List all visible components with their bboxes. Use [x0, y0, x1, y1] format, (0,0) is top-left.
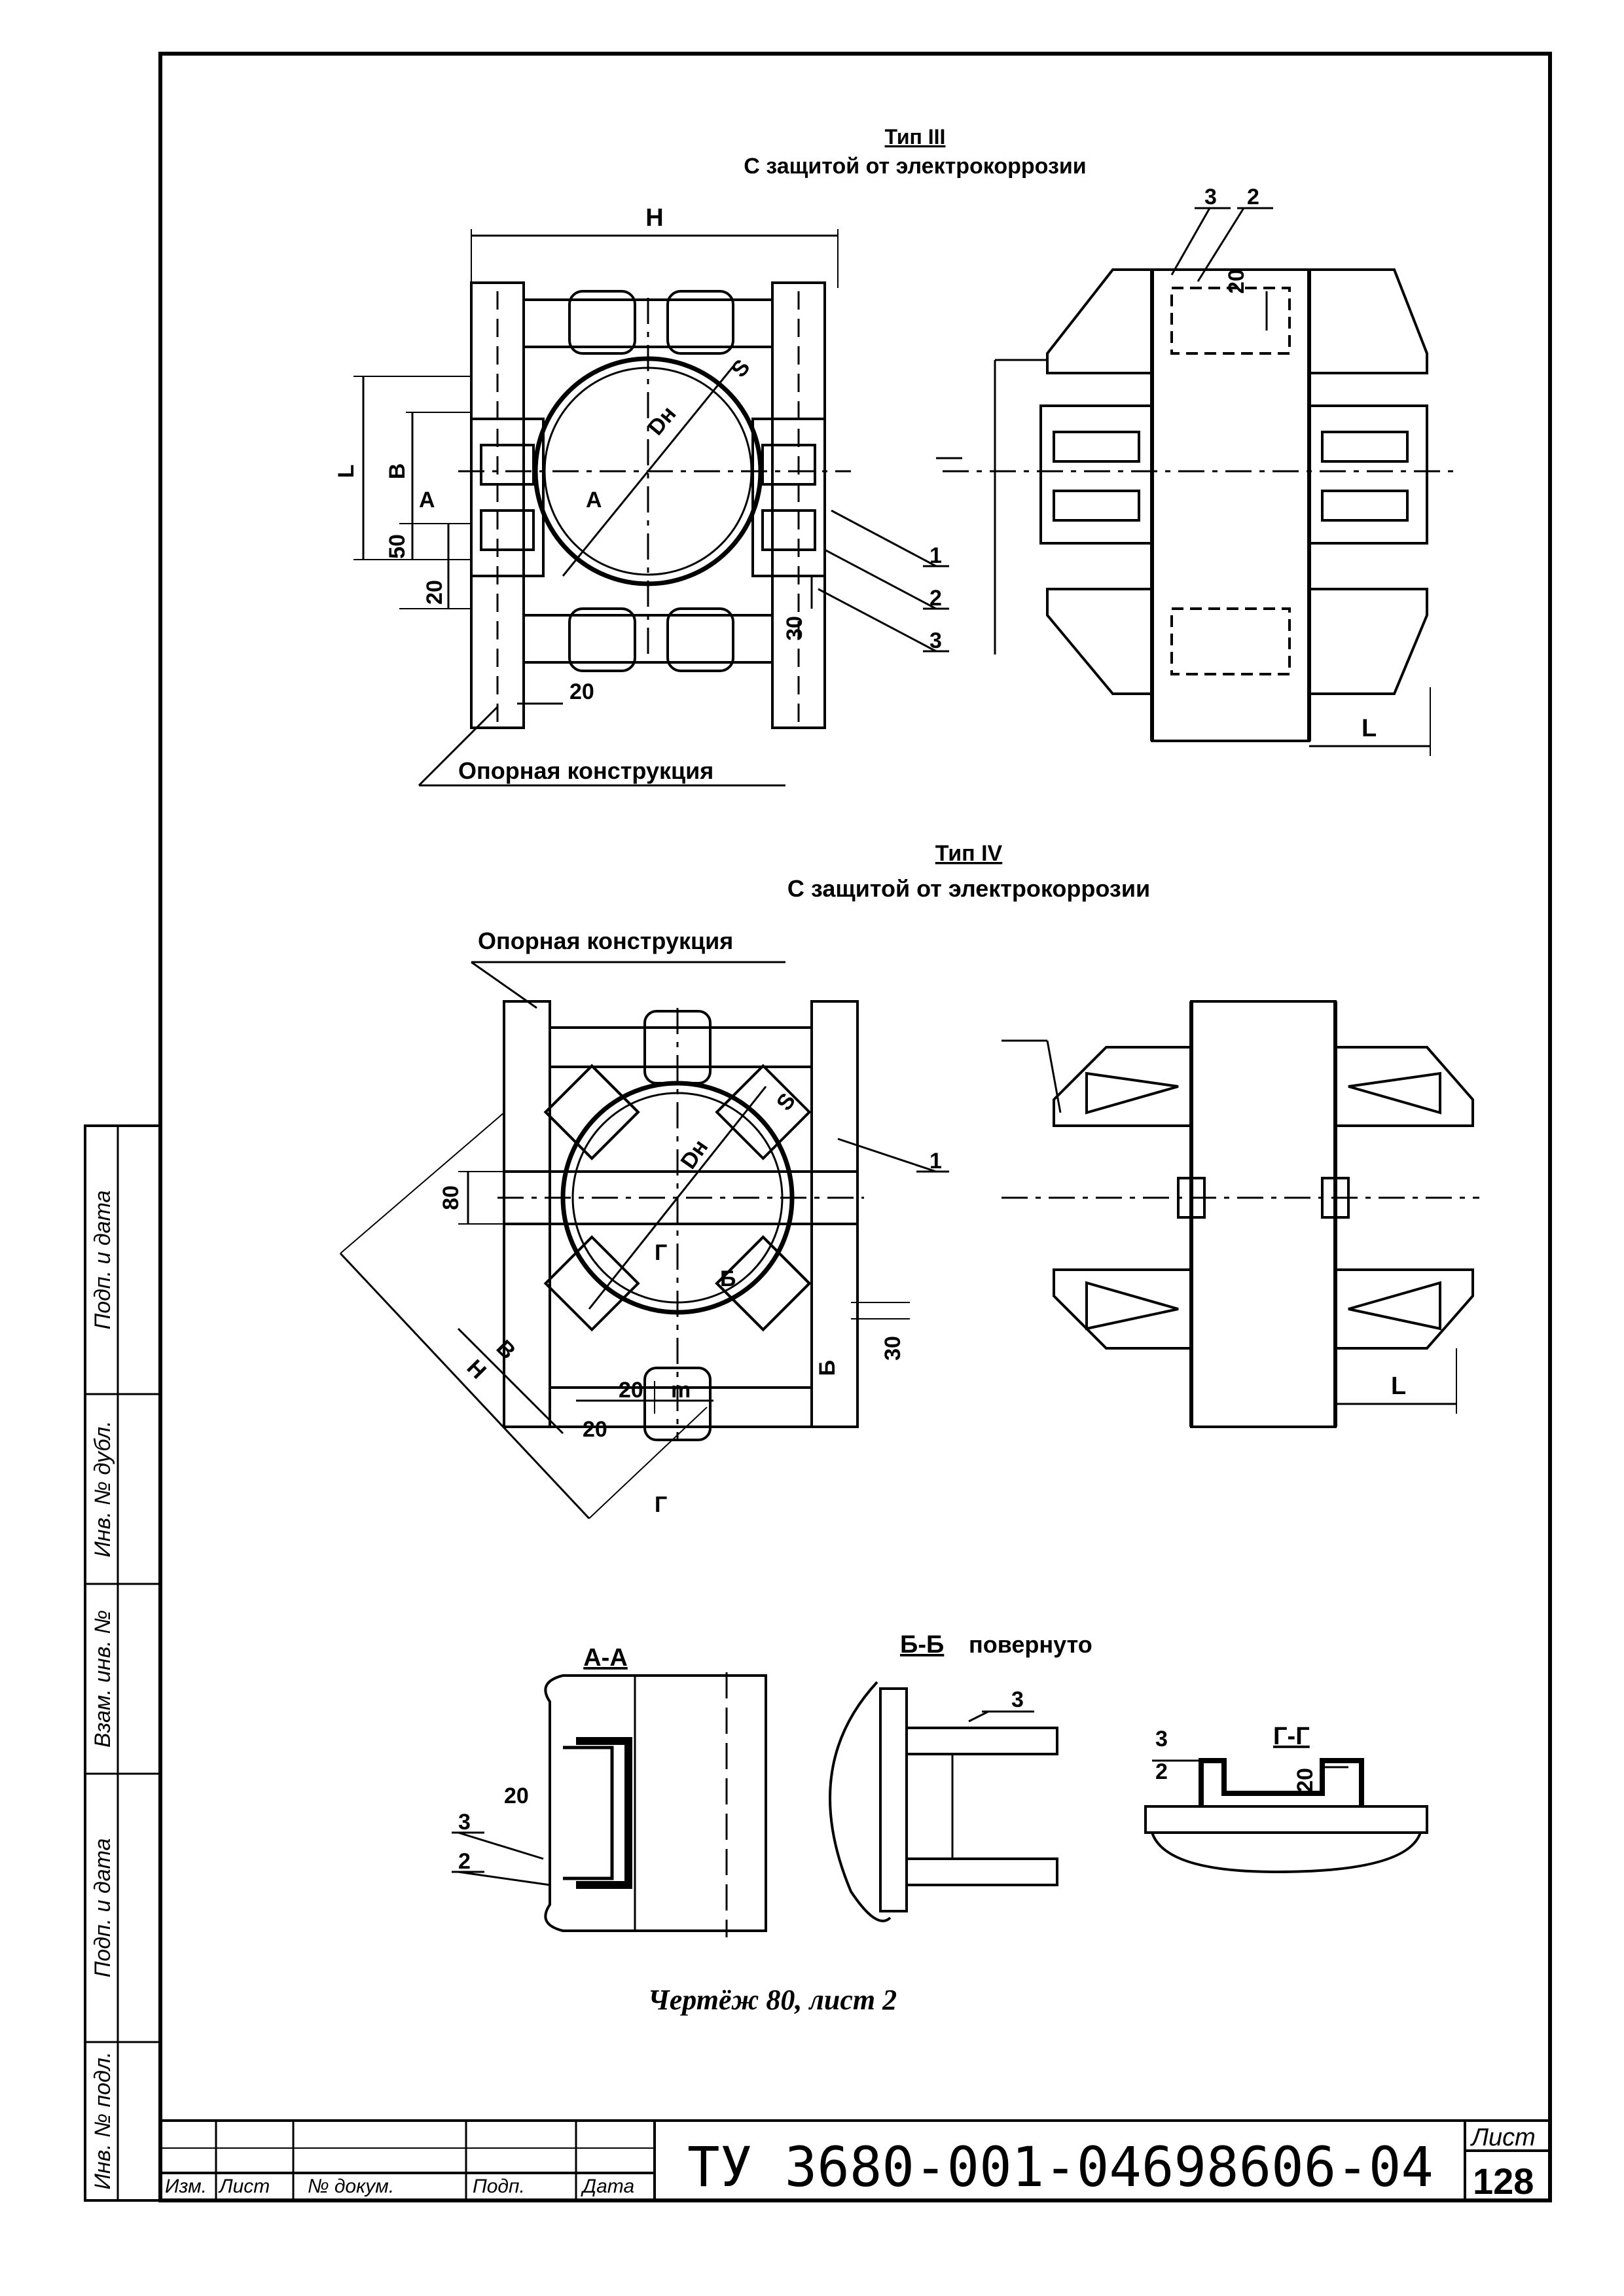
type4-mark-G2: Г	[655, 1492, 667, 1517]
section-labels: А-А 20 3 2 Б-Б повернуто 3 Г-Г 3 2 20	[458, 1631, 1318, 1874]
type3-dim-50: 50	[385, 534, 410, 559]
section-bb-num-3: 3	[1011, 1687, 1024, 1712]
type3-front-view	[353, 229, 949, 787]
type3-dim-B: B	[385, 463, 410, 480]
tb-sheet-no: 128	[1473, 2161, 1534, 2202]
section-aa-num-3: 3	[458, 1810, 471, 1835]
type3-side-dim-L: L	[1362, 715, 1377, 742]
section-gg-dim-20: 20	[1293, 1768, 1318, 1793]
type4-dim-H: H	[462, 1355, 491, 1384]
type3-dim-S: S	[727, 355, 755, 382]
tb-code: ТУ 3680-001-04698606-04	[687, 2135, 1434, 2199]
stamp-inv-podl: Инв. № подл.	[90, 2052, 115, 2190]
side-stamp: Инв. № подл. Подп. и дата Взам. инв. № И…	[90, 1191, 115, 2190]
type4-labels: Тип IV С защитой от электрокоррозии Опор…	[439, 841, 1406, 1517]
section-bb	[829, 1681, 1058, 1922]
type3-dim-L: L	[334, 465, 359, 478]
section-gg	[1144, 1758, 1428, 1874]
stamp-vzam-inv: Взам. инв. №	[90, 1610, 115, 1748]
tb-data: Дата	[581, 2176, 634, 2197]
type3-dim-30: 30	[782, 616, 807, 641]
section-gg-num-2: 2	[1155, 1759, 1168, 1784]
section-aa-num-2: 2	[458, 1849, 471, 1874]
type3-side-view	[936, 207, 1460, 756]
tb-doc: № докум.	[308, 2176, 394, 2197]
type3-num-2: 2	[929, 586, 942, 611]
section-gg-num-3: 3	[1155, 1727, 1168, 1751]
type3-dim-20b: 20	[569, 679, 594, 704]
type4-front-view	[339, 961, 949, 1520]
type4-mark-G1: Г	[655, 1240, 667, 1265]
tb-list: Лист	[218, 2176, 270, 2197]
type3-num-1: 1	[929, 543, 942, 568]
type4-dim-20a: 20	[619, 1378, 643, 1403]
tb-izm: Изм.	[165, 2176, 207, 2197]
tb-podp: Подп.	[473, 2176, 525, 2197]
type3-support-label: Опорная конструкция	[458, 757, 713, 784]
section-bb-note: повернуто	[969, 1631, 1092, 1658]
stamp-podp-data-2: Подп. и дата	[90, 1191, 115, 1330]
stamp-inv-dubl: Инв. № дубл.	[90, 1420, 115, 1557]
type4-title: Тип IV	[935, 841, 1003, 866]
drawing-caption: Чертёж 80, лист 2	[648, 1984, 897, 2016]
type4-subtitle: С защитой от электрокоррозии	[787, 875, 1150, 902]
type4-num-1: 1	[929, 1149, 942, 1174]
type4-dim-80: 80	[439, 1185, 463, 1210]
type3-side-num-2: 2	[1247, 185, 1259, 209]
type4-dim-S: S	[772, 1089, 801, 1115]
sheet-frame	[84, 52, 1552, 2202]
type4-mark-B1: Б	[720, 1266, 736, 1291]
type4-side-view	[1001, 1000, 1479, 1428]
stamp-podp-data-1: Подп. и дата	[90, 1839, 115, 1978]
section-bb-title: Б-Б	[900, 1631, 944, 1659]
type3-dim-20a: 20	[422, 580, 447, 605]
type3-title: Тип III	[885, 125, 946, 149]
type4-support-label: Опорная конструкция	[478, 927, 733, 954]
type3-side-dim-20: 20	[1224, 269, 1249, 294]
type3-dim-H: H	[645, 204, 663, 232]
section-aa-title: А-А	[583, 1644, 628, 1672]
section-aa-dim-20: 20	[504, 1784, 529, 1808]
type3-mark-A1: A	[419, 488, 435, 512]
type4-side-dim-L: L	[1391, 1372, 1406, 1400]
type4-dim-30: 30	[880, 1336, 905, 1361]
tb-sheet-label: Лист	[1470, 2124, 1536, 2151]
type3-mark-A2: A	[586, 488, 602, 512]
section-gg-title: Г-Г	[1273, 1723, 1310, 1750]
type4-dim-Dn: Dн	[676, 1135, 713, 1174]
type3-subtitle: С защитой от электрокоррозии	[744, 154, 1086, 179]
type3-num-3: 3	[929, 628, 942, 653]
type3-side-num-3: 3	[1204, 185, 1217, 209]
type4-mark-B2: Б	[815, 1360, 840, 1376]
type4-dim-m: m	[671, 1378, 691, 1403]
type3-labels: Тип III С защитой от электрокоррозии H L…	[334, 125, 1377, 784]
title-block: Изм. Лист № докум. Подп. Дата ТУ 3680-00…	[165, 2124, 1536, 2202]
type4-dim-20b: 20	[583, 1417, 607, 1442]
section-aa	[452, 1672, 767, 1937]
type4-dim-B: B	[492, 1335, 520, 1364]
